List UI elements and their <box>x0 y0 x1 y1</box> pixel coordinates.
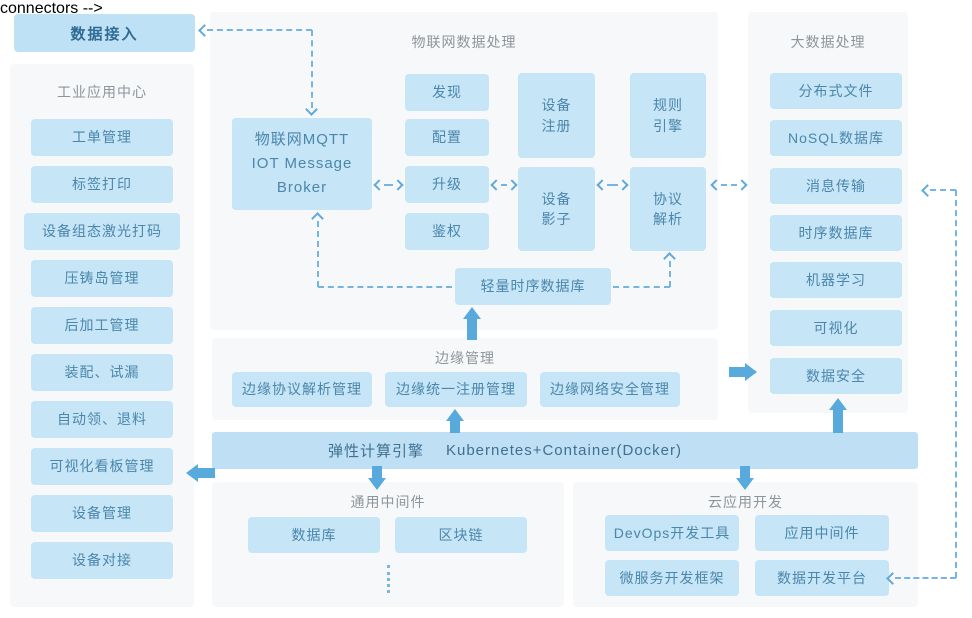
compute-bar-label-en: Kubernetes+Container(Docker) <box>445 442 683 459</box>
edge-item[interactable]: 边缘网络安全管理 <box>540 372 680 407</box>
bigdata-item[interactable]: 时序数据库 <box>770 215 902 251</box>
vertical-ellipsis-icon <box>387 565 390 593</box>
cloud-panel-title: 云应用开发 <box>708 494 783 510</box>
dashed-loop-top <box>930 189 956 191</box>
iot-function-box[interactable]: 规则 引擎 <box>630 73 706 158</box>
edge-item[interactable]: 边缘统一注册管理 <box>385 372 527 407</box>
cloud-item[interactable]: 应用中间件 <box>755 515 889 551</box>
compute-bar: 弹性计算引擎 Kubernetes+Container(Docker) <box>212 432 918 469</box>
cloud-item[interactable]: 微服务开发框架 <box>605 560 739 596</box>
bigdata-item[interactable]: 分布式文件 <box>770 73 902 109</box>
dashed-line-tsdb-protocol-v <box>669 261 671 287</box>
flow-arrow-edge-to-datasecurity <box>729 363 757 381</box>
middleware-item[interactable]: 区块链 <box>395 517 527 553</box>
chevron-left-icon <box>373 179 385 191</box>
dashed-line <box>607 184 618 186</box>
chevron-left-icon <box>490 179 502 191</box>
flow-arrow-bar-to-cloud <box>736 466 754 490</box>
dashed-line <box>501 184 507 186</box>
biconn-shadow-protocol <box>596 179 629 191</box>
dashed-line-dataaccess-h <box>207 29 312 31</box>
cloud-item[interactable]: DevOps开发工具 <box>605 515 739 551</box>
bigdata-item[interactable]: 消息传输 <box>770 168 902 204</box>
industrial-item[interactable]: 设备对接 <box>31 542 173 579</box>
dashed-loop-right <box>955 190 957 578</box>
industrial-item[interactable]: 工单管理 <box>31 119 173 156</box>
bigdata-item[interactable]: NoSQL数据库 <box>770 120 902 156</box>
dashed-loop-bottom <box>895 577 956 579</box>
industrial-item[interactable]: 装配、试漏 <box>31 354 173 391</box>
industrial-item[interactable]: 设备组态激光打码 <box>24 213 180 250</box>
dashed-line-tsdb-broker-v <box>317 221 319 287</box>
flow-arrow-bar-to-middleware <box>368 466 386 490</box>
biconn-upgrade-shadow <box>490 179 518 191</box>
bigdata-item[interactable]: 机器学习 <box>770 262 902 298</box>
industrial-item[interactable]: 标签打印 <box>31 166 173 203</box>
dashed-line-dataaccess-v <box>311 30 313 108</box>
flow-arrow-bar-to-industrial <box>186 464 215 482</box>
flow-arrow-edge-to-tsdb <box>463 307 481 340</box>
industrial-item[interactable]: 后加工管理 <box>31 307 173 344</box>
flow-arrow-bar-to-edge <box>446 409 464 433</box>
dashed-line <box>384 184 393 186</box>
chevron-left-icon <box>710 179 722 191</box>
biconn-protocol-bigdata <box>710 179 748 191</box>
middleware-item[interactable]: 数据库 <box>248 517 380 553</box>
compute-bar-label-cn: 弹性计算引擎 <box>327 443 424 460</box>
chevron-right-icon <box>617 179 629 191</box>
bigdata-panel-title: 大数据处理 <box>790 34 866 50</box>
iot-function-box[interactable]: 配置 <box>405 119 489 156</box>
iot-function-box[interactable]: 鉴权 <box>405 213 489 250</box>
middleware-panel-title: 通用中间件 <box>350 494 426 510</box>
chevron-right-icon <box>392 179 404 191</box>
iot-function-box[interactable]: 协议 解析 <box>630 167 706 251</box>
chevron-left-icon <box>596 179 608 191</box>
bigdata-item[interactable]: 可视化 <box>770 310 902 346</box>
tsdb-box[interactable]: 轻量时序数据库 <box>455 268 611 305</box>
dashed-line-tsdb-broker-h <box>318 286 452 288</box>
chevron-right-icon <box>736 179 748 191</box>
biconn-broker-upgrade <box>373 179 404 191</box>
dashed-line <box>721 184 737 186</box>
industrial-panel-title: 工业应用中心 <box>57 84 147 100</box>
iot-function-box[interactable]: 设备 注册 <box>518 73 595 158</box>
data-access-button[interactable]: 数据接入 <box>14 14 195 52</box>
iot-function-box[interactable]: 设备 影子 <box>518 167 595 251</box>
chevron-right-icon <box>506 179 518 191</box>
flow-arrow-bar-to-datasecurity <box>829 398 847 433</box>
iot-function-box[interactable]: 发现 <box>405 74 489 111</box>
bigdata-item[interactable]: 数据安全 <box>770 358 902 394</box>
mqtt-broker-box[interactable]: 物联网MQTT IOT Message Broker <box>232 118 372 210</box>
edge-panel-title: 边缘管理 <box>435 350 495 366</box>
industrial-item[interactable]: 自动领、退料 <box>31 401 173 438</box>
iot-function-box[interactable]: 升级 <box>405 166 489 203</box>
dashed-line-tsdb-protocol-h <box>613 286 670 288</box>
edge-item[interactable]: 边缘协议解析管理 <box>232 372 372 407</box>
cloud-item[interactable]: 数据开发平台 <box>755 560 889 596</box>
industrial-item[interactable]: 设备管理 <box>31 495 173 532</box>
industrial-item[interactable]: 可视化看板管理 <box>31 448 173 485</box>
industrial-item[interactable]: 压铸岛管理 <box>31 260 173 297</box>
iot-panel-title: 物联网数据处理 <box>411 34 517 50</box>
